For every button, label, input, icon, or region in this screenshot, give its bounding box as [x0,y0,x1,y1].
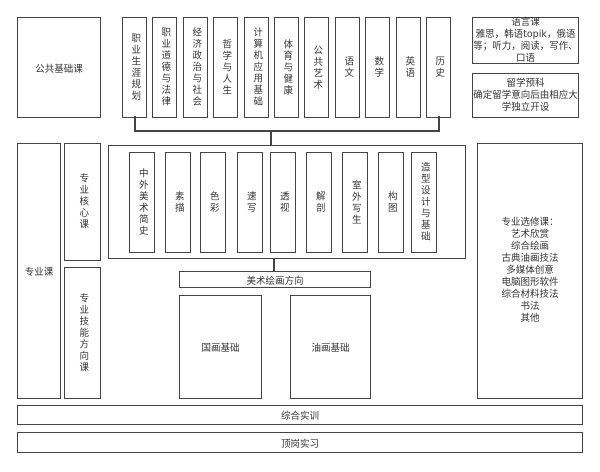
core-course-box: 解剖 [306,152,332,253]
connector [134,116,136,132]
course-label: 经济政治与社会 [190,27,202,108]
course-box: 体育与健康 [274,17,299,118]
core-course-box: 透视 [270,152,296,253]
direction-box: 美术绘画方向 [179,271,371,288]
core-course-text: 中外美术简史 [136,168,148,237]
course-label: 语文 [342,56,354,79]
core-course-text: 解剖 [313,191,325,214]
comprehensive-training-box: 综合实训 [17,405,583,425]
core-course-text: 速写 [244,191,256,214]
course-label: 哲学与人生 [220,38,232,97]
professional-box: 专业课 [17,143,61,399]
core-course-text: 素描 [172,191,184,214]
connector [273,258,275,272]
internship-box: 顶岗实习 [17,432,583,453]
language-course-box: 语言课 雅思，韩语topik，俄语等；听力，阅读，写作、口语 [472,17,579,64]
course-label: 数学 [372,56,384,79]
connector [270,130,272,146]
course-label: 职业生涯规划 [129,33,141,102]
course-box: 公共艺术 [304,17,329,118]
core-course-box: 色彩 [200,152,226,253]
public-foundation-label: 公共基础课 [35,63,83,75]
course-label: 公共艺术 [311,44,323,91]
course-box: 职业生涯规划 [122,17,147,118]
course-label: 国画基础 [201,343,240,354]
course-label: 油画基础 [311,343,350,354]
course-label: 职业道德与法律 [159,27,171,108]
course-box: 哲学与人生 [213,17,238,118]
course-label: 计算机应用基础 [251,27,263,108]
core-course-text: 色彩 [207,191,219,214]
course-box: 计算机应用基础 [244,17,269,118]
core-course-text: 造型设计与基础 [418,162,430,243]
course-box: 历史 [426,17,451,118]
course-box: 国画基础 [179,295,262,399]
course-box: 经济政治与社会 [183,17,208,118]
comprehensive-training-label: 综合实训 [280,411,319,422]
core-course-text: 透视 [277,191,289,214]
language-course-text: 语言课 雅思，韩语topik，俄语等；听力，阅读，写作、口语 [473,16,578,64]
electives-text: 专业选修课： 艺术欣赏 综合绘画 古典油画技法 多媒体创意 电脑图形软件 综合材… [501,217,559,324]
electives-box: 专业选修课： 艺术欣赏 综合绘画 古典油画技法 多媒体创意 电脑图形软件 综合材… [477,143,583,399]
public-foundation-box: 公共基础课 [17,17,101,118]
course-box: 数学 [365,17,390,118]
internship-label: 顶岗实习 [280,438,319,450]
course-label: 体育与健康 [281,38,293,97]
course-box: 油画基础 [290,295,371,399]
skill-course-label: 专业技能方向课 [77,292,89,374]
core-course-box: 素描 [165,152,191,253]
connector [438,116,440,132]
core-course-text: 构图 [385,191,397,214]
study-abroad-prep-text: 留学预科 确定留学意向后由相应大学独立开设 [473,77,578,113]
core-course-label: 专业核心课 [77,173,89,231]
connector [134,130,439,132]
course-box: 语文 [335,17,360,118]
core-course-box: 室外写生 [342,152,368,253]
core-course-text: 室外写生 [349,179,361,226]
core-course-box: 专业核心课 [64,143,101,261]
core-course-box: 速写 [237,152,263,253]
course-label: 英语 [403,56,415,79]
course-box: 职业道德与法律 [152,17,177,118]
core-course-box: 构图 [378,152,404,253]
study-abroad-prep-box: 留学预科 确定留学意向后由相应大学独立开设 [472,73,579,118]
core-course-box: 中外美术简史 [129,152,155,253]
course-label: 历史 [433,56,445,79]
skill-course-box: 专业技能方向课 [64,267,101,399]
direction-label: 美术绘画方向 [246,275,304,287]
professional-label: 专业课 [24,267,54,278]
course-box: 英语 [396,17,421,118]
core-course-box: 造型设计与基础 [411,152,437,253]
